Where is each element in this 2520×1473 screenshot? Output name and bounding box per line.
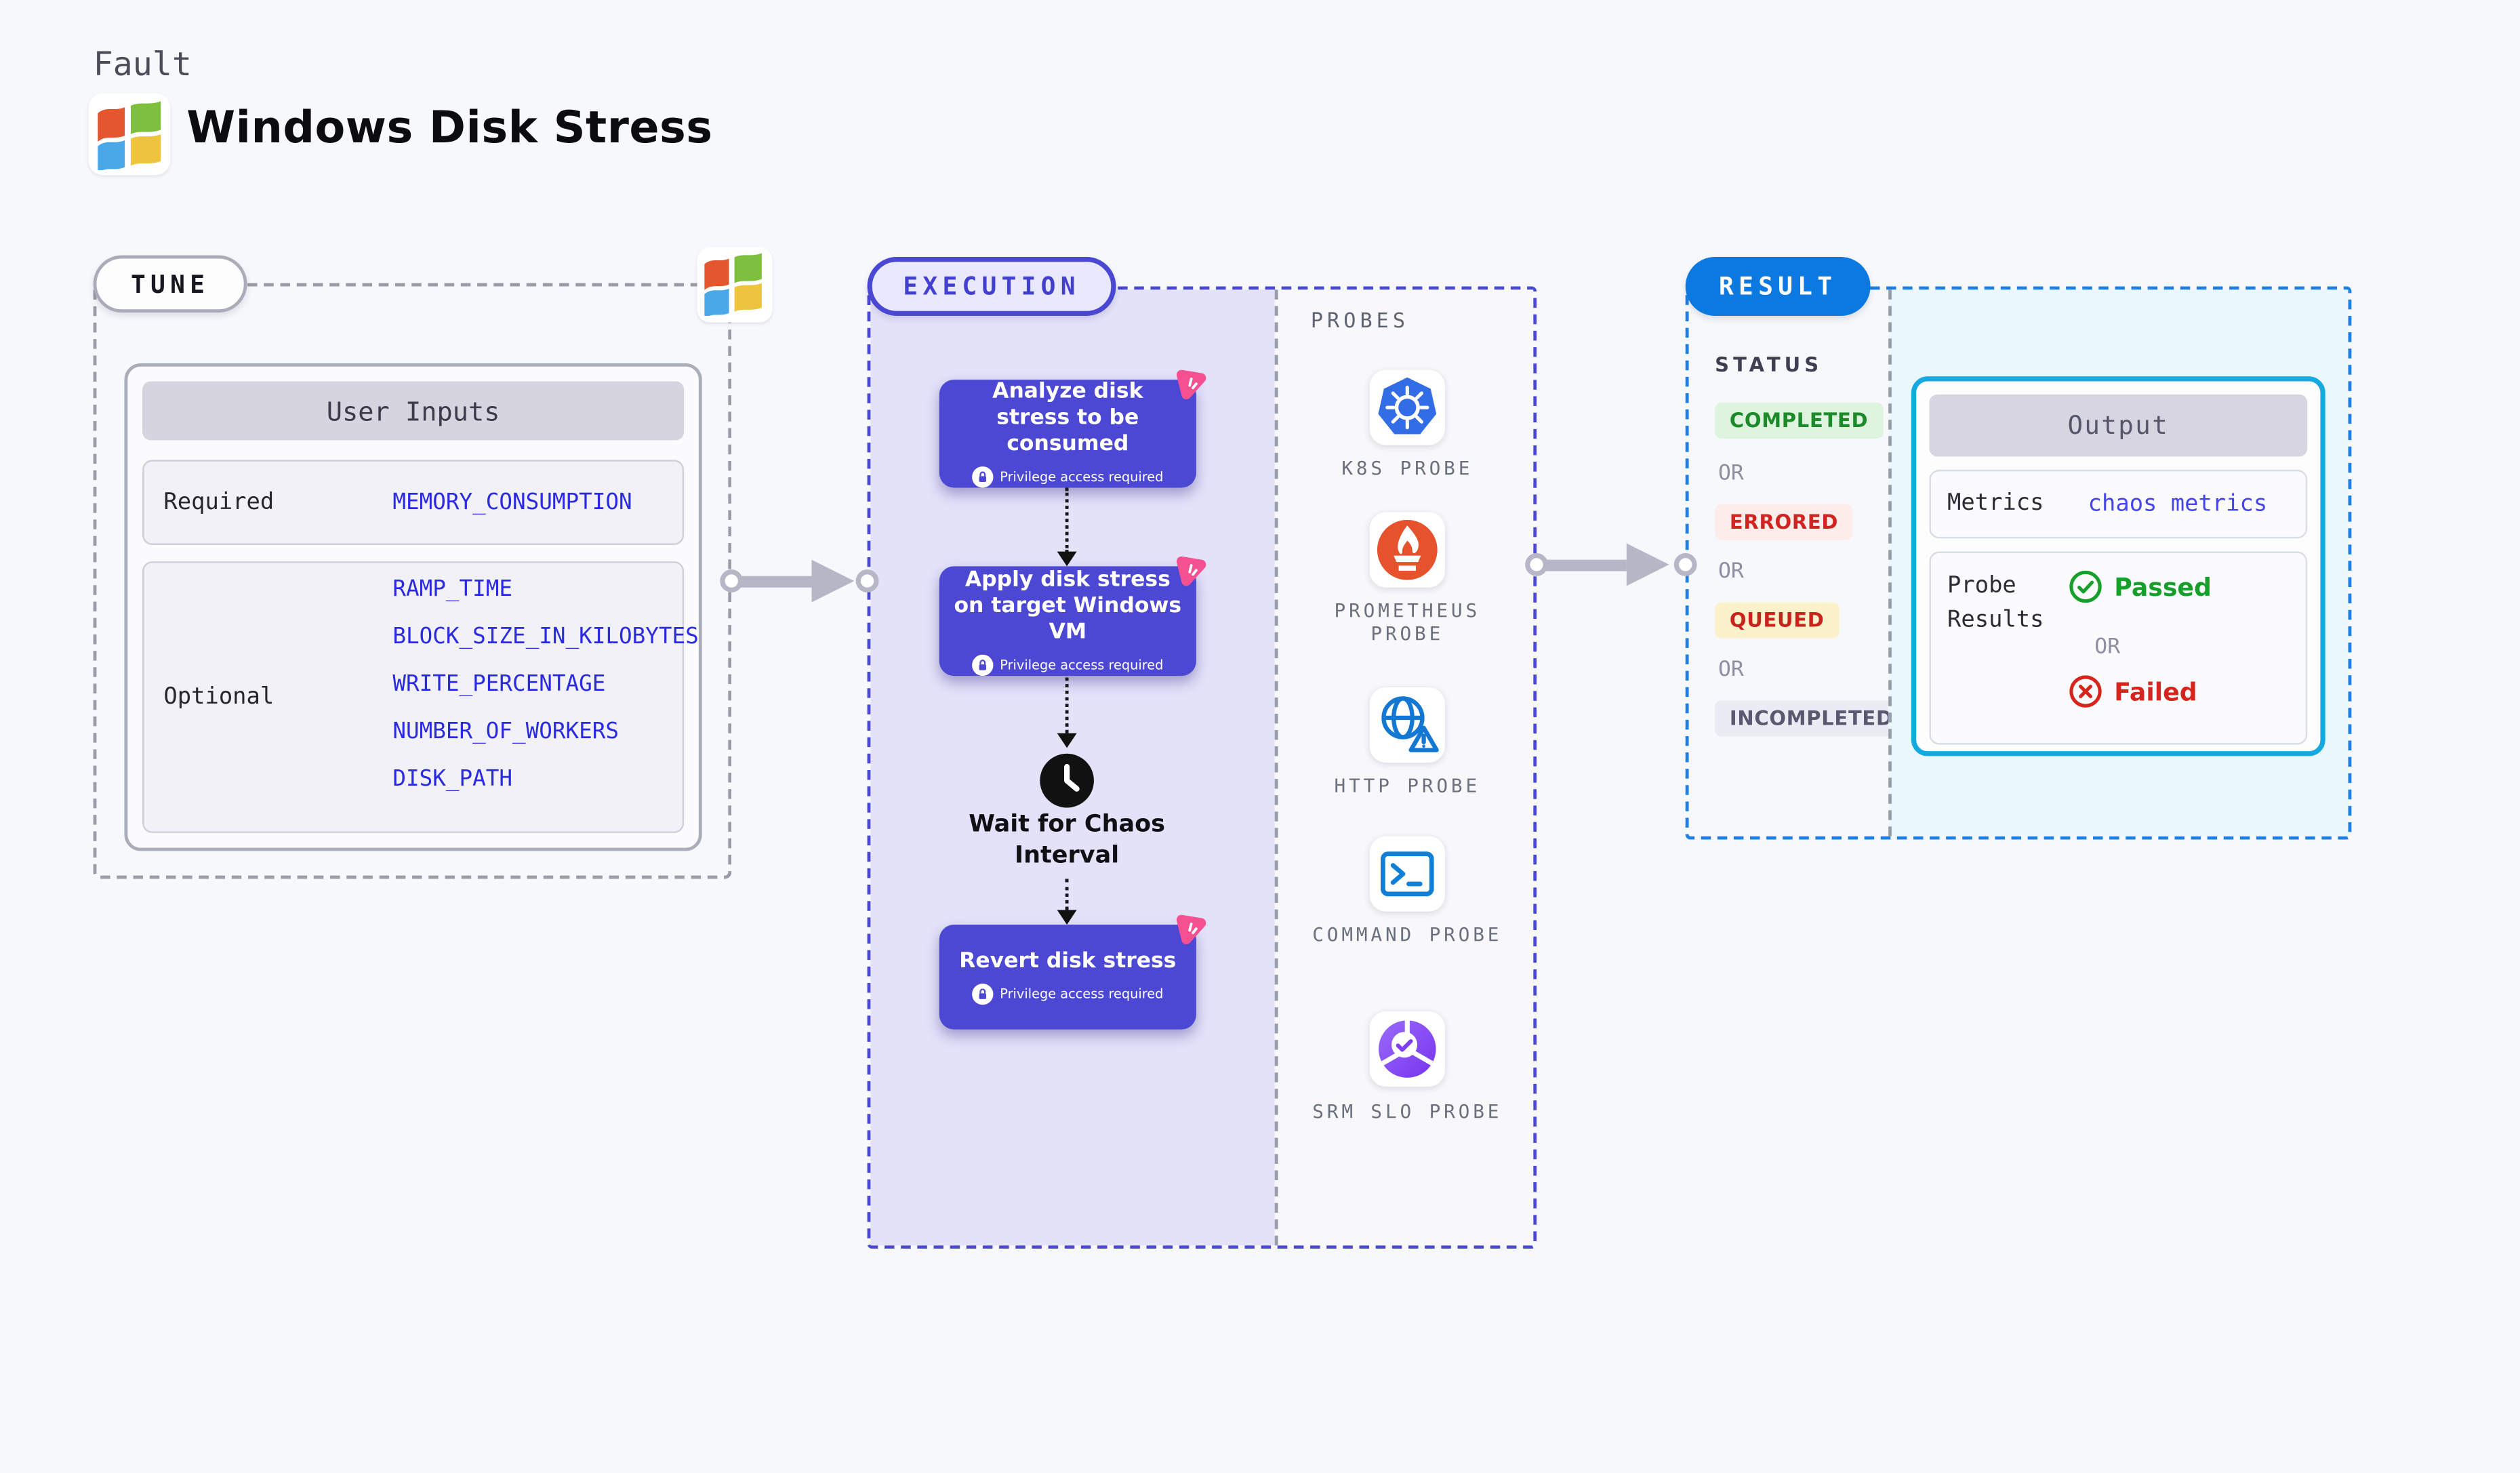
clock-icon <box>1040 753 1094 808</box>
probe-label-http: HTTP PROBE <box>1334 773 1481 797</box>
chaos-metrics-link[interactable]: chaos metrics <box>2088 491 2268 517</box>
terminal-icon <box>1381 851 1434 897</box>
privilege-note: Privilege access required <box>972 653 1164 675</box>
globe-warning-icon <box>1381 696 1439 752</box>
probe-result-passed: Passed <box>2069 569 2212 604</box>
windows-logo-icon-small <box>697 247 773 323</box>
table-row-optional: Optional RAMP_TIME BLOCK_SIZE_IN_KILOBYT… <box>142 561 699 833</box>
or-label: OR <box>1718 461 1744 487</box>
table-row-required: Required MEMORY_CONSUMPTION <box>142 460 685 545</box>
page-title: Windows Disk Stress <box>186 103 713 154</box>
param-block-size: BLOCK_SIZE_IN_KILOBYTES <box>392 623 699 650</box>
param-ramp-time: RAMP_TIME <box>392 576 513 603</box>
probe-label-prometheus: PROMETHEUS PROBE <box>1334 599 1481 645</box>
flow-connector <box>1065 677 1069 733</box>
output-table: Output Metrics chaos metrics Probe Resul… <box>1911 376 2325 756</box>
probe-card-k8s <box>1369 369 1445 445</box>
privilege-note: Privilege access required <box>972 466 1164 488</box>
result-section-box: STATUS COMPLETED OR ERRORED OR QUEUED OR… <box>1685 286 2352 840</box>
execution-flow-panel: Analyze disk stress to be consumed Privi… <box>870 289 1275 1246</box>
step-title: Analyze disk stress to be consumed <box>992 380 1143 457</box>
optional-label: Optional <box>163 684 275 710</box>
arrow-head <box>1626 543 1669 586</box>
arrow-shaft <box>1545 559 1627 571</box>
arrow-head <box>811 559 855 603</box>
flow-arrowhead <box>1057 910 1077 925</box>
lock-icon <box>972 466 994 488</box>
status-badge-completed: COMPLETED <box>1715 402 1883 439</box>
or-label: OR <box>1718 658 1744 683</box>
flow-connector <box>1065 879 1069 910</box>
step-apply-disk-stress: Apply disk stress on target Windows VM P… <box>939 556 1206 677</box>
param-disk-path: DISK_PATH <box>392 765 513 792</box>
status-badge-incompleted: INCOMPLETED <box>1715 700 1908 737</box>
flow-arrowhead <box>1057 551 1077 567</box>
windows-logo-icon <box>88 93 171 176</box>
arrow-start-ring <box>720 569 744 592</box>
privilege-note-text: Privilege access required <box>1000 469 1164 485</box>
user-inputs-title: User Inputs <box>142 381 685 441</box>
param-number-of-workers: NUMBER_OF_WORKERS <box>392 718 619 745</box>
arrow-shaft <box>739 575 819 587</box>
result-section-badge: RESULT <box>1685 257 1871 316</box>
fault-kind-label: Fault <box>93 44 192 84</box>
output-row-metrics: Metrics chaos metrics <box>1929 469 2308 539</box>
tune-section-badge: TUNE <box>93 255 247 313</box>
status-badge-queued: QUEUED <box>1715 602 1840 639</box>
lock-icon <box>972 653 994 675</box>
passed-label: Passed <box>2114 571 2212 602</box>
user-inputs-table: User Inputs Required MEMORY_CONSUMPTION … <box>124 363 702 851</box>
output-title: Output <box>1929 394 2308 457</box>
slo-gauge-icon <box>1379 1020 1436 1078</box>
kubernetes-icon <box>1378 377 1437 435</box>
chaos-icon <box>1176 369 1206 400</box>
metrics-label: Metrics <box>1947 490 2044 517</box>
flow-arrowhead <box>1057 733 1077 748</box>
required-label: Required <box>163 489 275 516</box>
step-title: Revert disk stress <box>959 949 1177 974</box>
probe-label-command: COMMAND PROBE <box>1312 923 1503 946</box>
probe-card-http <box>1369 687 1445 763</box>
probes-title: PROBES <box>1310 307 1410 333</box>
x-circle-icon <box>2069 675 2102 708</box>
wait-for-chaos-label: Wait for Chaos Interval <box>969 811 1166 869</box>
or-label: OR <box>1718 559 1744 584</box>
step-revert-disk-stress: Revert disk stress Privilege access requ… <box>939 914 1206 1030</box>
failed-label: Failed <box>2114 677 2197 706</box>
prometheus-icon <box>1377 519 1438 580</box>
chaos-icon <box>1176 914 1206 945</box>
probe-card-srm-slo <box>1369 1011 1445 1087</box>
probe-card-prometheus <box>1369 512 1445 588</box>
or-label: OR <box>2094 634 2121 660</box>
probe-card-command <box>1369 836 1445 912</box>
execution-section-badge: EXECUTION <box>867 257 1116 316</box>
step-analyze-disk-stress: Analyze disk stress to be consumed Privi… <box>939 369 1206 488</box>
step-title: Apply disk stress on target Windows VM <box>954 567 1182 645</box>
probe-results-label: Probe Results <box>1947 573 2044 634</box>
probe-result-failed: Failed <box>2069 674 2197 709</box>
output-row-probe-results: Probe Results Passed OR <box>1929 551 2308 745</box>
lock-icon <box>972 983 994 1005</box>
execution-section-box: Analyze disk stress to be consumed Privi… <box>867 286 1537 1249</box>
probes-panel: PROBES K8S PROBE <box>1274 289 1534 1246</box>
check-circle-icon <box>2069 570 2102 603</box>
arrow-end-ring <box>1673 553 1697 576</box>
privilege-note-text: Privilege access required <box>1000 986 1164 1002</box>
probe-label-k8s: K8S PROBE <box>1341 456 1474 480</box>
probe-label-srm-slo: SRM SLO PROBE <box>1312 1099 1503 1123</box>
param-memory-consumption: MEMORY_CONSUMPTION <box>392 489 632 516</box>
optional-params-list: RAMP_TIME BLOCK_SIZE_IN_KILOBYTES WRITE_… <box>392 576 698 792</box>
privilege-note-text: Privilege access required <box>1000 657 1164 672</box>
chaos-icon <box>1176 556 1206 586</box>
flow-connector <box>1065 487 1069 554</box>
status-badge-errored: ERRORED <box>1715 504 1853 540</box>
status-title: STATUS <box>1715 353 1823 377</box>
privilege-note: Privilege access required <box>972 983 1164 1005</box>
arrow-end-ring <box>855 569 879 592</box>
param-write-percentage: WRITE_PERCENTAGE <box>392 670 606 698</box>
arrow-start-ring <box>1525 553 1548 576</box>
